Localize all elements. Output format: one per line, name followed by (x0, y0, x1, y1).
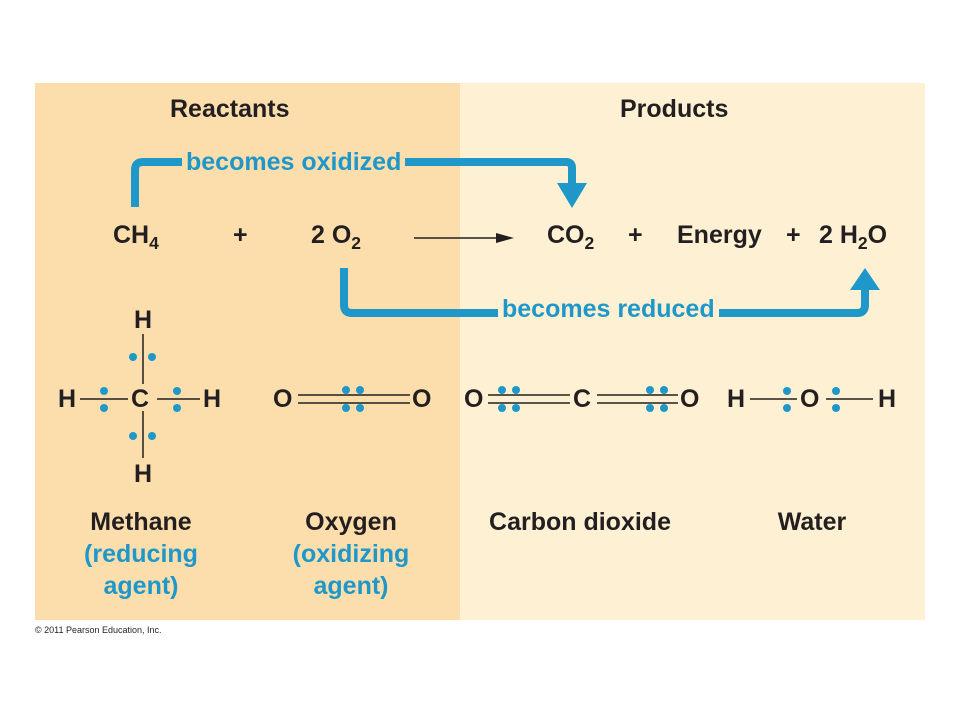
atom-o: O (800, 385, 820, 413)
copyright-notice: © 2011 Pearson Education, Inc. (35, 625, 162, 635)
atom-h: H (727, 385, 746, 413)
atom-o: O (464, 385, 484, 413)
electron-dot (660, 386, 668, 394)
electron-dot (646, 404, 654, 412)
electron-dot (148, 353, 156, 361)
electron-dot (148, 432, 156, 440)
oxygen-role: (oxidizing (292, 540, 410, 568)
water-formula: 2 H2O (819, 221, 888, 254)
oxygen-label: Oxygen (oxidizing agent) (270, 506, 432, 602)
atom-h: H (58, 385, 77, 413)
products-panel (460, 83, 925, 620)
methane-formula: CH4 (113, 221, 159, 254)
electron-dot (100, 404, 108, 412)
atom-h: H (878, 385, 897, 413)
electron-dot (783, 404, 791, 412)
methane-role: agent) (103, 572, 179, 600)
electron-dot (512, 404, 520, 412)
reaction-arrowhead (496, 233, 514, 243)
electron-dot (342, 404, 350, 412)
atom-c: C (131, 385, 150, 413)
electron-dot (129, 432, 137, 440)
plus-sign: + (628, 221, 643, 249)
oxygen-name: Oxygen (305, 508, 397, 536)
methane-label: Methane (reducing agent) (60, 506, 222, 602)
electron-dot (100, 387, 108, 395)
atom-h: H (134, 460, 153, 488)
atom-o: O (412, 385, 432, 413)
atom-o: O (680, 385, 700, 413)
co2-formula: CO2 (547, 221, 595, 254)
plus-sign: + (786, 221, 801, 249)
electron-dot (498, 386, 506, 394)
energy-term: Energy (677, 221, 762, 249)
electron-dot (342, 386, 350, 394)
oxidized-arrowhead (557, 183, 587, 208)
electron-dot (173, 404, 181, 412)
oxygen-role: agent) (313, 572, 389, 600)
products-header: Products (620, 95, 729, 123)
plus-sign: + (233, 221, 248, 249)
electron-dot (512, 386, 520, 394)
electron-dot (783, 387, 791, 395)
electron-dot (832, 404, 840, 412)
water-label: Water (777, 508, 847, 536)
electron-dot (646, 386, 654, 394)
atom-o: O (273, 385, 293, 413)
atom-h: H (134, 306, 153, 334)
reduced-label: becomes reduced (498, 297, 719, 322)
electron-dot (173, 387, 181, 395)
electron-dot (498, 404, 506, 412)
methane-name: Methane (90, 508, 192, 536)
electron-dot (832, 387, 840, 395)
co2-label: Carbon dioxide (489, 508, 671, 536)
electron-dot (356, 386, 364, 394)
electron-dot (129, 353, 137, 361)
oxidized-label: becomes oxidized (182, 150, 406, 175)
reactants-header: Reactants (170, 95, 290, 123)
methane-role: (reducing (84, 540, 198, 568)
atom-c: C (573, 385, 592, 413)
atom-h: H (203, 385, 222, 413)
electron-dot (660, 404, 668, 412)
oxygen-formula: 2 O2 (311, 221, 362, 254)
electron-dot (356, 404, 364, 412)
reduced-arrowhead (850, 268, 880, 290)
